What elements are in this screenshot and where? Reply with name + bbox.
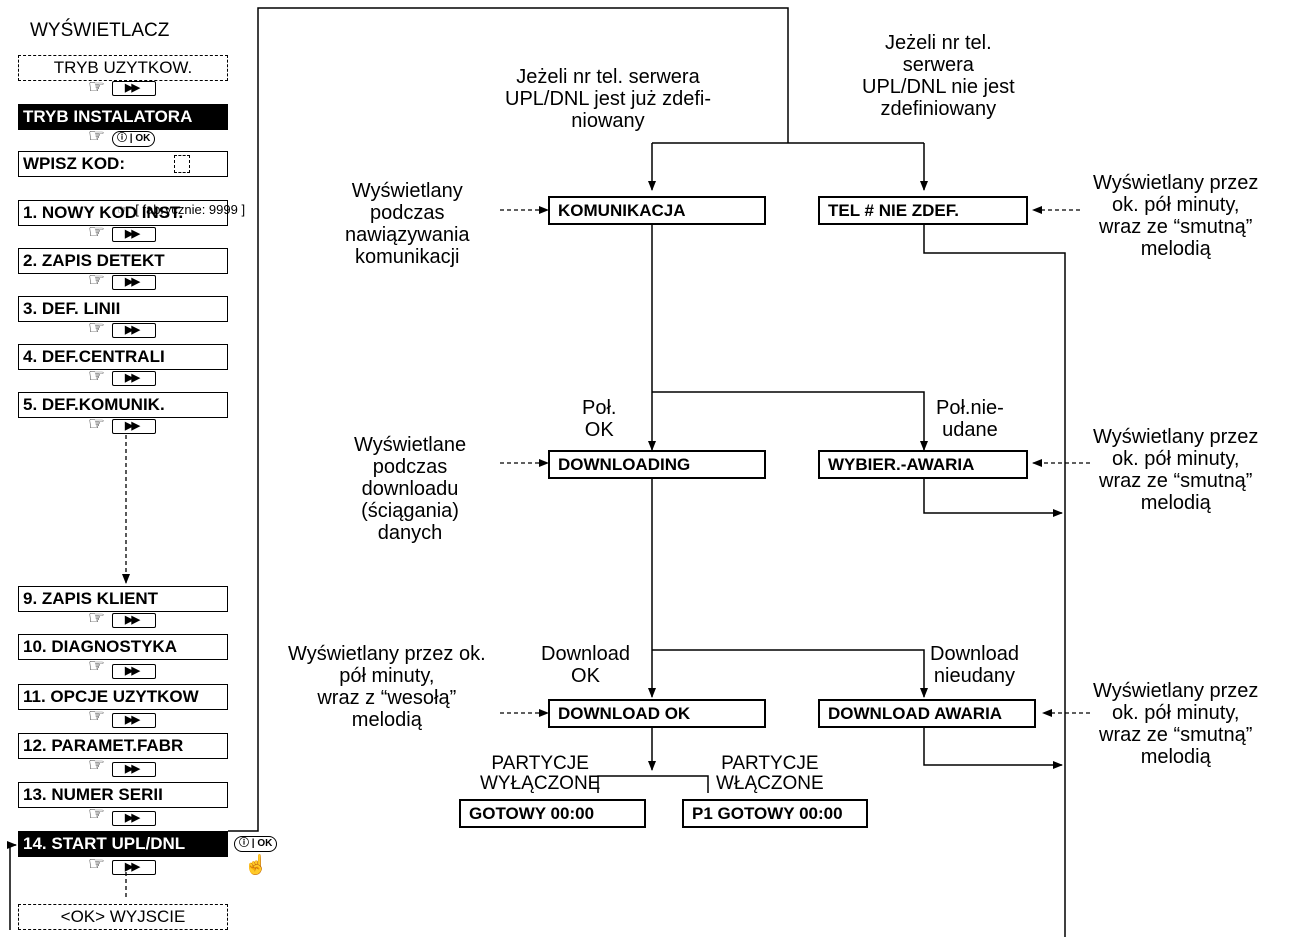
label-partycje-wlaczone: PARTYCJE WŁĄCZONE (716, 753, 824, 794)
info-icon: ⓘ (117, 133, 127, 144)
menu-zapis-klient[interactable]: 9. ZAPIS KLIENT (18, 586, 228, 612)
forward-icon: ▶▶ (125, 372, 140, 384)
box-downloading: DOWNLOADING (548, 450, 766, 479)
loop-back-line (7, 841, 17, 930)
ok-button-label: OK (257, 838, 273, 849)
box-gotowy: GOTOWY 00:00 (459, 799, 646, 828)
ok-button[interactable]: ⓘ | OK (112, 131, 156, 147)
hand-pointer-icon: ☞ (88, 656, 106, 677)
wybier-fail-line (923, 478, 1063, 517)
next-button[interactable]: ▶▶ (112, 81, 156, 96)
info-icon: ⓘ (239, 838, 249, 849)
hand-pointer-icon: ☞ (88, 366, 106, 387)
forward-icon: ▶▶ (125, 614, 140, 626)
note-tel-nie-zdef: Wyświetlany przez ok. pół minuty, wraz z… (1093, 172, 1259, 260)
box-komunikacja: KOMUNIKACJA (548, 196, 766, 225)
box-wybier-awaria: WYBIER.-AWARIA (818, 450, 1028, 479)
display-label: WYŚWIETLACZ (30, 20, 170, 41)
forward-icon: ▶▶ (125, 324, 140, 336)
condition-defined: Jeżeli nr tel. serwera UPL/DNL jest już … (505, 66, 711, 132)
next-button[interactable]: ▶▶ (112, 419, 156, 434)
forward-icon: ▶▶ (125, 82, 140, 94)
next-button[interactable]: ▶▶ (112, 227, 156, 242)
note-download-ok: Wyświetlany przez ok. pół minuty, wraz z… (288, 643, 486, 731)
fail2-split-line (652, 649, 928, 698)
menu-nowy-kod-inst[interactable]: 1. NOWY KOD INST. (18, 200, 228, 226)
hand-pointer-icon: ☞ (88, 222, 106, 243)
menu-ok-wyjscie[interactable]: <OK> WYJSCIE (18, 904, 228, 930)
menu-def-komunik[interactable]: 5. DEF.KOMUNIK. (18, 392, 228, 418)
box-p1-gotowy: P1 GOTOWY 00:00 (682, 799, 868, 828)
hand-pointer-icon: ☞ (88, 706, 106, 727)
hand-pointer-icon: ☞ (88, 608, 106, 629)
factory-code-note: ☞ [ fabrycznie: 9999 ] (110, 177, 245, 221)
tel-fail-line (923, 225, 1066, 937)
menu-zapis-detekt[interactable]: 2. ZAPIS DETEKT (18, 248, 228, 274)
factory-code-text: [ fabrycznie: 9999 ] (135, 202, 246, 217)
partition-bracket-line (597, 775, 709, 793)
wpisz-kod-label: WPISZ KOD: (23, 154, 125, 173)
note-wybier-awaria: Wyświetlany przez ok. pół minuty, wraz z… (1093, 426, 1259, 514)
note-downloading: Wyświetlane podczas downloadu (ściągania… (354, 434, 467, 544)
next-button[interactable]: ▶▶ (112, 811, 156, 826)
menu-def-centrali[interactable]: 4. DEF.CENTRALI (18, 344, 228, 370)
next-button[interactable]: ▶▶ (112, 713, 156, 728)
menu-start-upl-dnl[interactable]: 14. START UPL/DNL (18, 831, 228, 857)
next-button[interactable]: ▶▶ (112, 613, 156, 628)
condition-not-defined: Jeżeli nr tel. serwera UPL/DNL nie jest … (862, 32, 1015, 120)
code-entry-cursor (174, 155, 190, 173)
menu-numer-serii[interactable]: 13. NUMER SERII (18, 782, 228, 808)
menu-diagnostyka[interactable]: 10. DIAGNOSTYKA (18, 634, 228, 660)
label-download-ok: Download OK (541, 643, 630, 687)
menu-tryb-uzytkow[interactable]: TRYB UZYTKOW. (18, 55, 228, 81)
hand-pointer-icon: ☞ (88, 854, 106, 875)
next-button[interactable]: ▶▶ (112, 323, 156, 338)
label-partycje-wylaczone: PARTYCJE WYŁĄCZONE (480, 753, 601, 794)
hand-pointer-icon: ☞ (88, 126, 106, 147)
hand-pointer-icon: ☞ (88, 414, 106, 435)
start-ok-button[interactable]: ⓘ | OK (234, 836, 278, 852)
note-komunikacja: Wyświetlany podczas nawiązywania komunik… (345, 180, 470, 268)
forward-icon: ▶▶ (125, 714, 140, 726)
menu-tryb-instalatora[interactable]: TRYB INSTALATORA (18, 104, 228, 130)
forward-icon: ▶▶ (125, 812, 140, 824)
label-download-nieudany: Download nieudany (930, 643, 1019, 687)
box-download-awaria: DOWNLOAD AWARIA (818, 699, 1036, 728)
forward-icon: ▶▶ (125, 420, 140, 432)
forward-icon: ▶▶ (125, 276, 140, 288)
menu-wpisz-kod[interactable]: WPISZ KOD: (18, 151, 228, 177)
hand-pointer-icon: ☞ (88, 755, 106, 776)
fail1-split-line (652, 391, 928, 451)
next-button[interactable]: ▶▶ (112, 275, 156, 290)
menu-opcje-uzytkow[interactable]: 11. OPCJE UZYTKOW (18, 684, 228, 710)
hand-pointer-icon: ☞ (88, 77, 106, 98)
next-button[interactable]: ▶▶ (112, 762, 156, 777)
next-button[interactable]: ▶▶ (112, 664, 156, 679)
box-download-ok: DOWNLOAD OK (548, 699, 766, 728)
forward-icon: ▶▶ (125, 763, 140, 775)
hand-pointer-icon: ☞ (117, 202, 129, 217)
menu-paramet-fabr[interactable]: 12. PARAMET.FABR (18, 733, 228, 759)
hand-pointer-icon: ☞ (88, 270, 106, 291)
hand-pointer-icon: ☞ (88, 804, 106, 825)
press-hand-icon: ☝ (244, 855, 268, 876)
next-button[interactable]: ▶▶ (112, 371, 156, 386)
next-button[interactable]: ▶▶ (112, 860, 156, 875)
frame-line (228, 7, 789, 832)
box-tel-nie-zdef: TEL # NIE ZDEF. (818, 196, 1028, 225)
label-pol-ok: Poł. OK (582, 397, 617, 441)
note-download-awaria: Wyświetlany przez ok. pół minuty, wraz z… (1093, 680, 1259, 768)
label-pol-nieudane: Poł.nie- udane (936, 397, 1004, 441)
forward-icon: ▶▶ (125, 228, 140, 240)
forward-icon: ▶▶ (125, 861, 140, 873)
hand-pointer-icon: ☞ (88, 318, 106, 339)
forward-icon: ▶▶ (125, 665, 140, 677)
menu-def-linii[interactable]: 3. DEF. LINII (18, 296, 228, 322)
awaria-fail-line (923, 727, 1063, 769)
ok-button-label: OK (135, 133, 151, 144)
